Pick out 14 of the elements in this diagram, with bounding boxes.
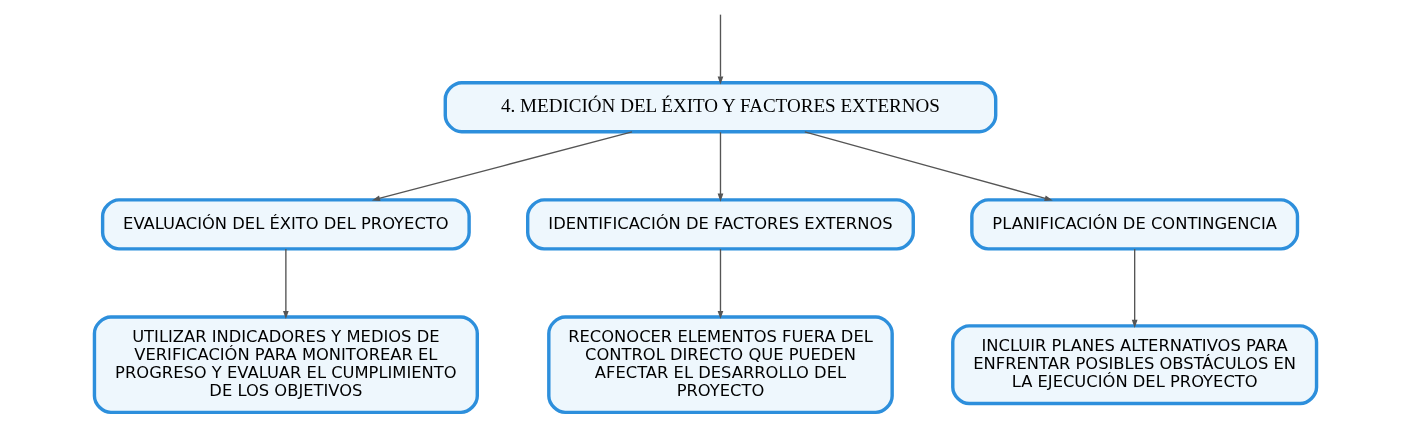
arrow: [1131, 248, 1138, 328]
node-box: 4. MEDICIÓN DEL ÉXITO Y FACTORES EXTERNOS: [443, 81, 998, 134]
arrow: [804, 131, 1053, 201]
node-box: EVALUACIÓN DEL ÉXITO DEL PROYECTO: [100, 198, 471, 251]
arrow: [283, 248, 289, 320]
node-box: PLANIFICACIÓN DE CONTINGENCIA: [970, 198, 1300, 251]
arrow: [717, 248, 724, 320]
node-box: RECONOCER ELEMENTOS FUERA DEL CONTROL DIRECTO QUE PUEDEN AFECTAR EL DESARROLLO DEL PROYECTO: [547, 315, 894, 415]
node-box: IDENTIFICACIÓN DE FACTORES EXTERNOS: [526, 198, 915, 251]
node-box: UTILIZAR INDICADORES Y MEDIOS DE VERIFICACIÓN PARA MONITOREAR EL PROGRESO Y EVALUAR EL CUMPLIMIENTO DE LOS OBJETIVOS: [92, 315, 479, 415]
arrow: [371, 131, 633, 202]
arrow: [717, 13, 724, 85]
node-box: INCLUIR PLANES ALTERNATIVOS PARA ENFRENTAR POSIBLES OBSTÁCULOS EN LA EJECUCIÓN DEL PROYECTO: [951, 324, 1319, 406]
arrow: [717, 131, 724, 202]
